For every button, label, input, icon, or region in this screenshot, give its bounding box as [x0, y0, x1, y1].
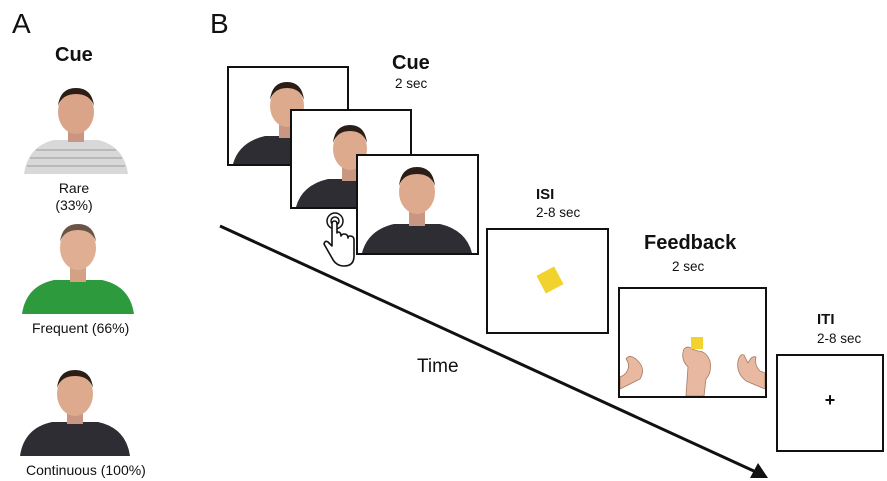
- pointing-hand-icon: [323, 212, 355, 267]
- cue-title: Cue: [392, 52, 430, 74]
- face-frequent: [22, 224, 134, 314]
- isi-duration: 2-8 sec: [536, 205, 581, 220]
- right-hand: [737, 354, 765, 390]
- feedback-frame: [618, 287, 767, 398]
- time-label: Time: [417, 356, 459, 377]
- isi-frame: [486, 228, 609, 334]
- panel-b-letter: B: [210, 8, 229, 39]
- token-in-hand-icon: [691, 337, 703, 349]
- token-icon: [536, 266, 564, 294]
- cue-duration: 2 sec: [395, 76, 428, 91]
- panel-a-title: Cue: [55, 44, 93, 66]
- feedback-duration: 2 sec: [672, 259, 705, 274]
- center-hand: [682, 346, 711, 396]
- iti-frame: +: [776, 354, 884, 452]
- fixation-cross: +: [824, 390, 836, 410]
- left-hand: [620, 356, 643, 390]
- face-rare: [24, 88, 128, 174]
- isi-title: ISI: [536, 186, 555, 203]
- iti-title: ITI: [817, 311, 835, 328]
- label-rare: Rare (33%): [55, 180, 93, 213]
- feedback-title: Feedback: [644, 232, 737, 254]
- iti-duration: 2-8 sec: [817, 331, 862, 346]
- panel-a-letter: A: [12, 8, 31, 39]
- face-continuous: [20, 370, 130, 456]
- label-frequent: Frequent (66%): [32, 320, 130, 336]
- cue-frame-3: [356, 154, 479, 255]
- label-continuous: Continuous (100%): [26, 462, 146, 478]
